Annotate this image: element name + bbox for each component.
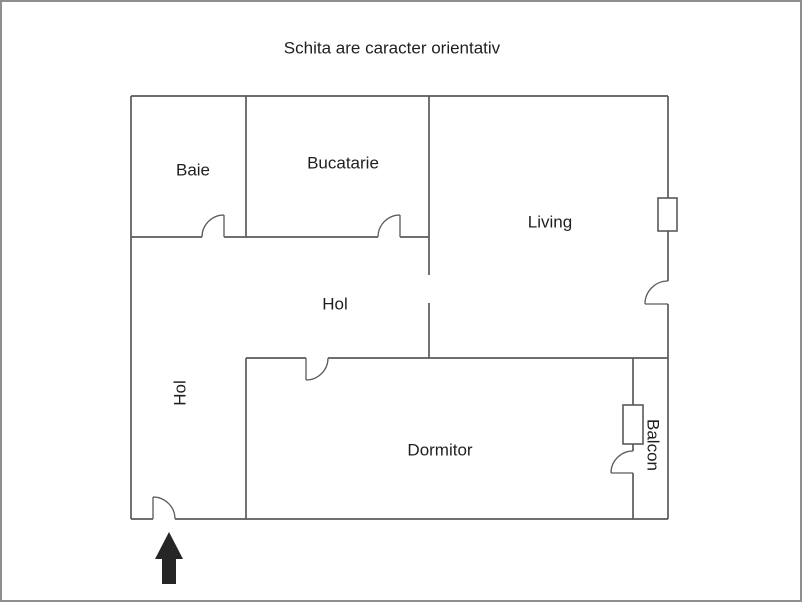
room-label-baie: Baie: [175, 160, 211, 180]
windows: [622, 197, 678, 445]
room-label-living: Living: [527, 212, 573, 232]
room-label-hol-side: Hol: [170, 380, 190, 406]
balcon-door-arc: [610, 450, 634, 474]
entrance-door-arc: [152, 496, 176, 520]
living-balcony-door-arc: [644, 280, 669, 305]
door-swings: [152, 214, 669, 520]
plan-title: Schita are caracter orientativ: [283, 38, 501, 58]
bucatarie-door-arc: [377, 214, 401, 238]
dormitor-door-arc: [305, 357, 329, 381]
outer-walls: [130, 95, 669, 520]
room-label-hol-main: Hol: [322, 294, 348, 314]
entrance-arrow-icon: [155, 532, 183, 584]
living-window: [657, 197, 678, 232]
baie-door-arc: [201, 214, 225, 238]
room-label-bucatarie: Bucatarie: [307, 153, 379, 173]
walls: [130, 95, 669, 520]
balcon-window: [622, 404, 644, 445]
interior-walls: [131, 96, 668, 519]
room-label-dormitor: Dormitor: [407, 440, 473, 460]
room-label-balcon: Balcon: [643, 419, 663, 471]
